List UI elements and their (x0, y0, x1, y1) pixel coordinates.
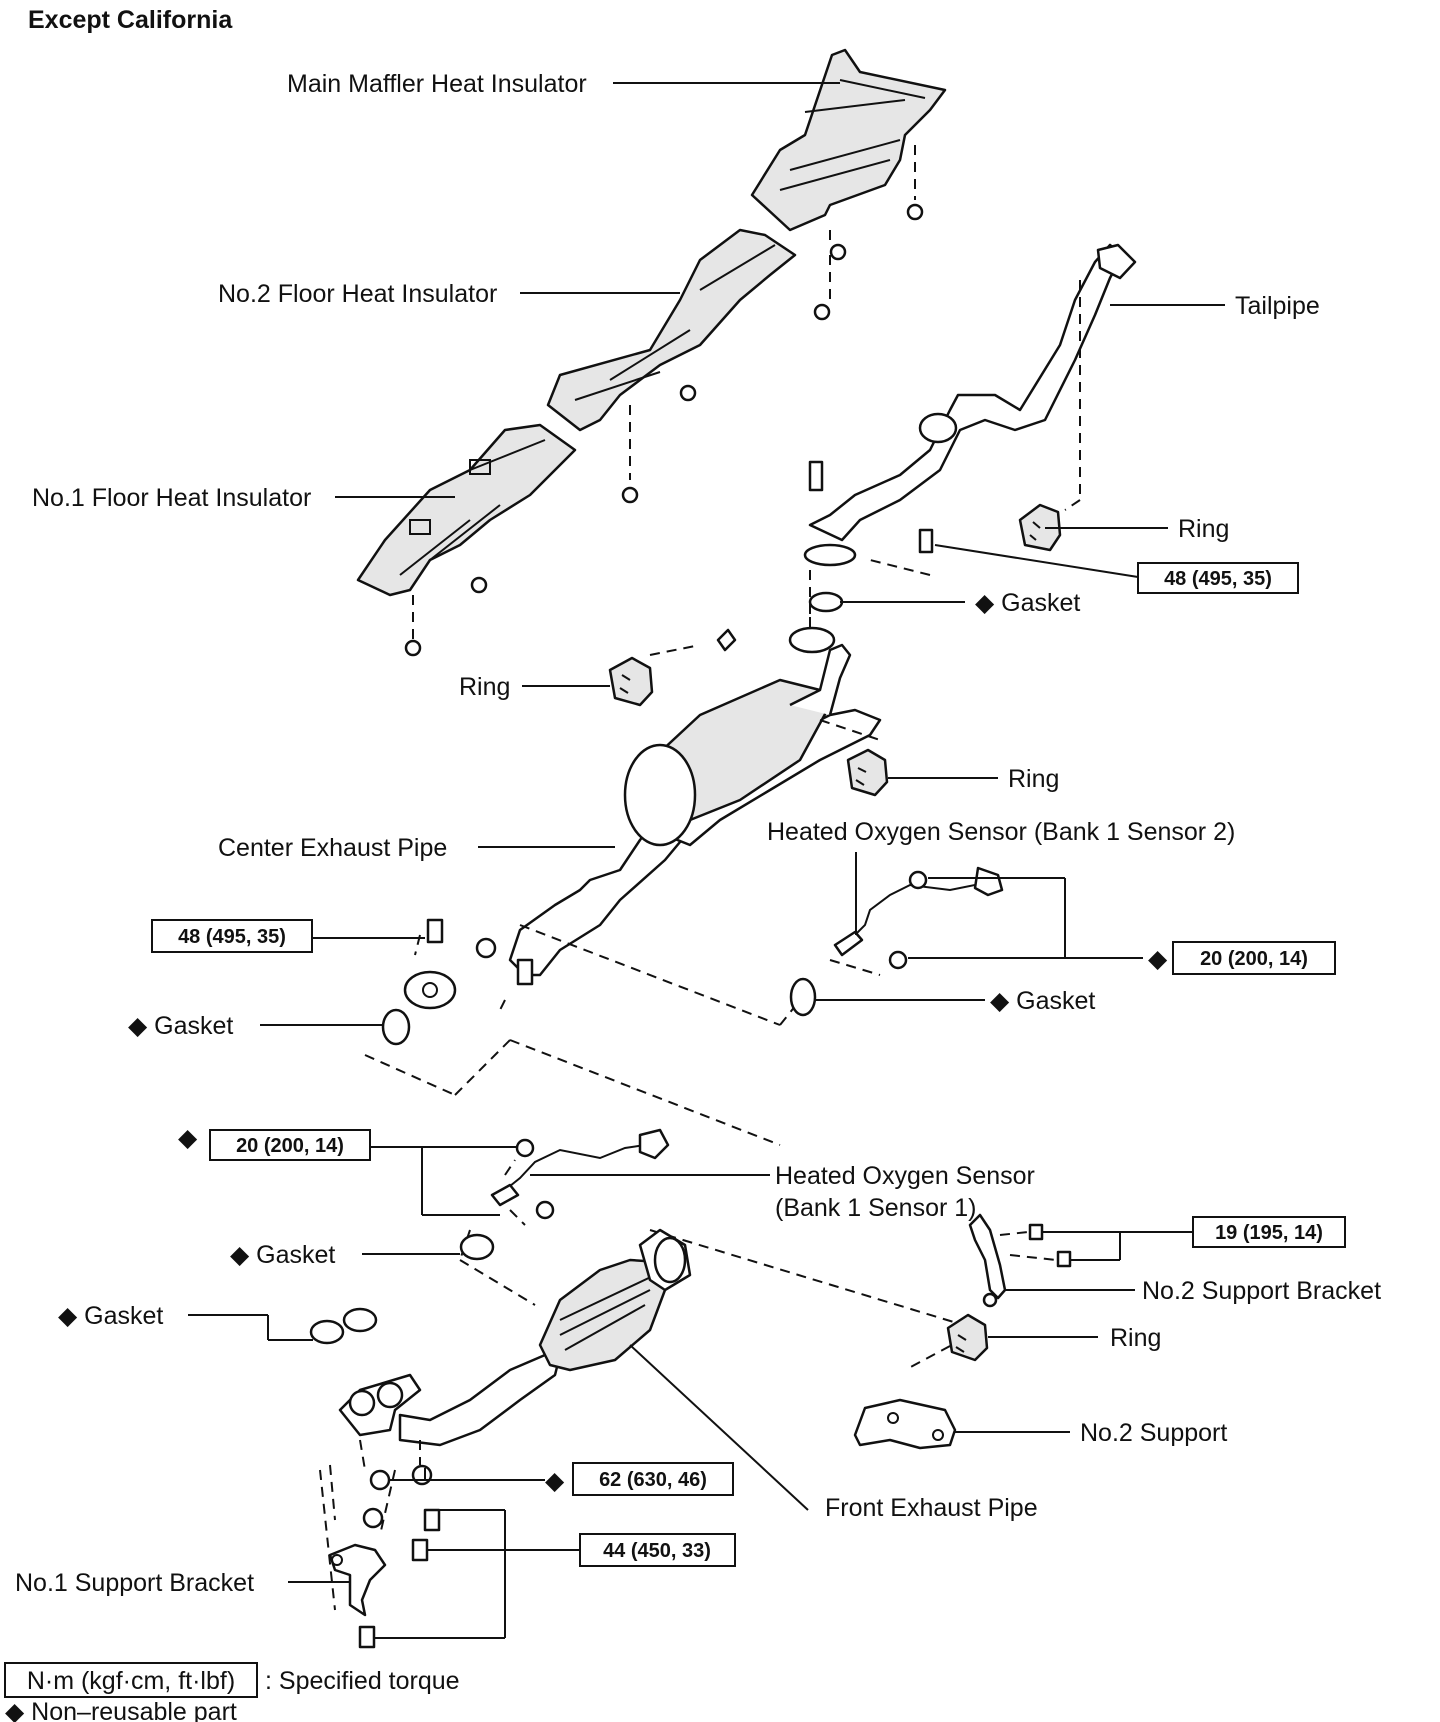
svg-text:48 (495, 35): 48 (495, 35) (178, 926, 286, 948)
label-no2-support: No.2 Support (1080, 1419, 1227, 1447)
gasket-center-left-icon (381, 1008, 411, 1046)
legend-nonreusable: ◆ Non–reusable part (5, 1698, 237, 1722)
legend-torque-desc: : Specified torque (265, 1667, 460, 1695)
label-tailpipe: Tailpipe (1235, 292, 1320, 320)
ring-left (608, 656, 654, 707)
diamond-sensor2: ◆ (1148, 945, 1168, 973)
gasket-manifold-icon (309, 1307, 378, 1345)
label-gasket-tail: ◆ Gasket (975, 589, 1080, 617)
no1-support-bracket (328, 1543, 387, 1617)
gasket-center-right-icon (789, 977, 817, 1017)
torque-box-manifold: 62 (630, 46) (572, 1462, 734, 1496)
bracket1-bolts (358, 1508, 441, 1649)
ring-support (946, 1313, 989, 1362)
ring-tail (1018, 503, 1062, 552)
manifold-nuts (362, 1464, 433, 1529)
ho2s-bank1-sensor2 (833, 866, 1004, 970)
gasket-sensor1-icon (459, 1233, 495, 1261)
torque-box-bracket1: 44 (450, 33) (579, 1533, 736, 1567)
label-center-exhaust-pipe: Center Exhaust Pipe (218, 834, 447, 862)
ho2s-bank1-sensor1 (490, 1128, 670, 1220)
torque-box-tail: 48 (495, 35) (1137, 562, 1299, 594)
front-exhaust-pipe (338, 1228, 692, 1447)
no2-floor-heat-insulator (546, 228, 797, 432)
label-no1-floor-heat-insulator: No.1 Floor Heat Insulator (32, 484, 311, 512)
legend-torque-box (4, 1662, 258, 1698)
center-flange-bolts (426, 918, 534, 986)
no1-floor-heat-insulator (356, 423, 577, 597)
bracket2-bolts (1028, 1223, 1072, 1268)
svg-text:20 (200, 14): 20 (200, 14) (1200, 948, 1308, 970)
torque-box-bracket2: 19 (195, 14) (1192, 1216, 1346, 1248)
no2-support (853, 1398, 957, 1450)
label-ring-support: Ring (1110, 1324, 1161, 1352)
label-ho2s-bank1-sensor2: Heated Oxygen Sensor (Bank 1 Sensor 2) (767, 818, 1235, 846)
label-gasket-sensor1: ◆ Gasket (230, 1241, 335, 1269)
svg-text:62 (630, 46): 62 (630, 46) (599, 1469, 707, 1491)
label-no2-support-bracket: No.2 Support Bracket (1142, 1277, 1381, 1305)
label-gasket-center-right: ◆ Gasket (990, 987, 1095, 1015)
svg-text:20 (200, 14): 20 (200, 14) (236, 1135, 344, 1157)
label-ring-tail: Ring (1178, 515, 1229, 543)
label-gasket-manifold: ◆ Gasket (58, 1302, 163, 1330)
label-front-exhaust-pipe: Front Exhaust Pipe (825, 1494, 1038, 1522)
legend: N·m (kgf·cm, ft·lbf) : Specified torque … (4, 1662, 460, 1722)
svg-text:19 (195, 14): 19 (195, 14) (1215, 1222, 1323, 1244)
torque-box-sensor2: 20 (200, 14) (1172, 941, 1336, 975)
center-exhaust-pipe (403, 628, 882, 1010)
tailpipe-bolt (808, 460, 934, 554)
diamond-sensor1: ◆ (178, 1124, 198, 1152)
label-no1-support-bracket: No.1 Support Bracket (15, 1569, 254, 1597)
label-ring-left: Ring (459, 673, 510, 701)
label-ring-right: Ring (1008, 765, 1059, 793)
main-muffler-heat-insulator (750, 48, 947, 232)
diagram-title: Except California (28, 6, 233, 34)
diamond-manifold: ◆ (545, 1467, 565, 1495)
label-no2-floor-heat-insulator: No.2 Floor Heat Insulator (218, 280, 497, 308)
torque-box-center: 48 (495, 35) (151, 919, 313, 953)
label-ho2s-bank1-sensor1-line1: Heated Oxygen Sensor (775, 1162, 1035, 1190)
svg-text:48 (495, 35): 48 (495, 35) (1164, 568, 1272, 590)
legend-torque-unit: N·m (kgf·cm, ft·lbf) (27, 1667, 235, 1695)
label-gasket-center-left: ◆ Gasket (128, 1012, 233, 1040)
torque-box-sensor1: 20 (200, 14) (209, 1129, 371, 1161)
svg-text:44 (450, 33): 44 (450, 33) (603, 1540, 711, 1562)
leader-lines (188, 82, 1225, 1639)
label-main-muffler-heat-insulator: Main Maffler Heat Insulator (287, 70, 587, 98)
label-ho2s-bank1-sensor1-line2: (Bank 1 Sensor 1) (775, 1194, 977, 1222)
no2-support-bracket (968, 1213, 1007, 1308)
ring-right (846, 748, 889, 797)
tailpipe (803, 243, 1137, 567)
gasket-tail-icon (808, 591, 844, 613)
nut-fasteners (404, 203, 924, 657)
